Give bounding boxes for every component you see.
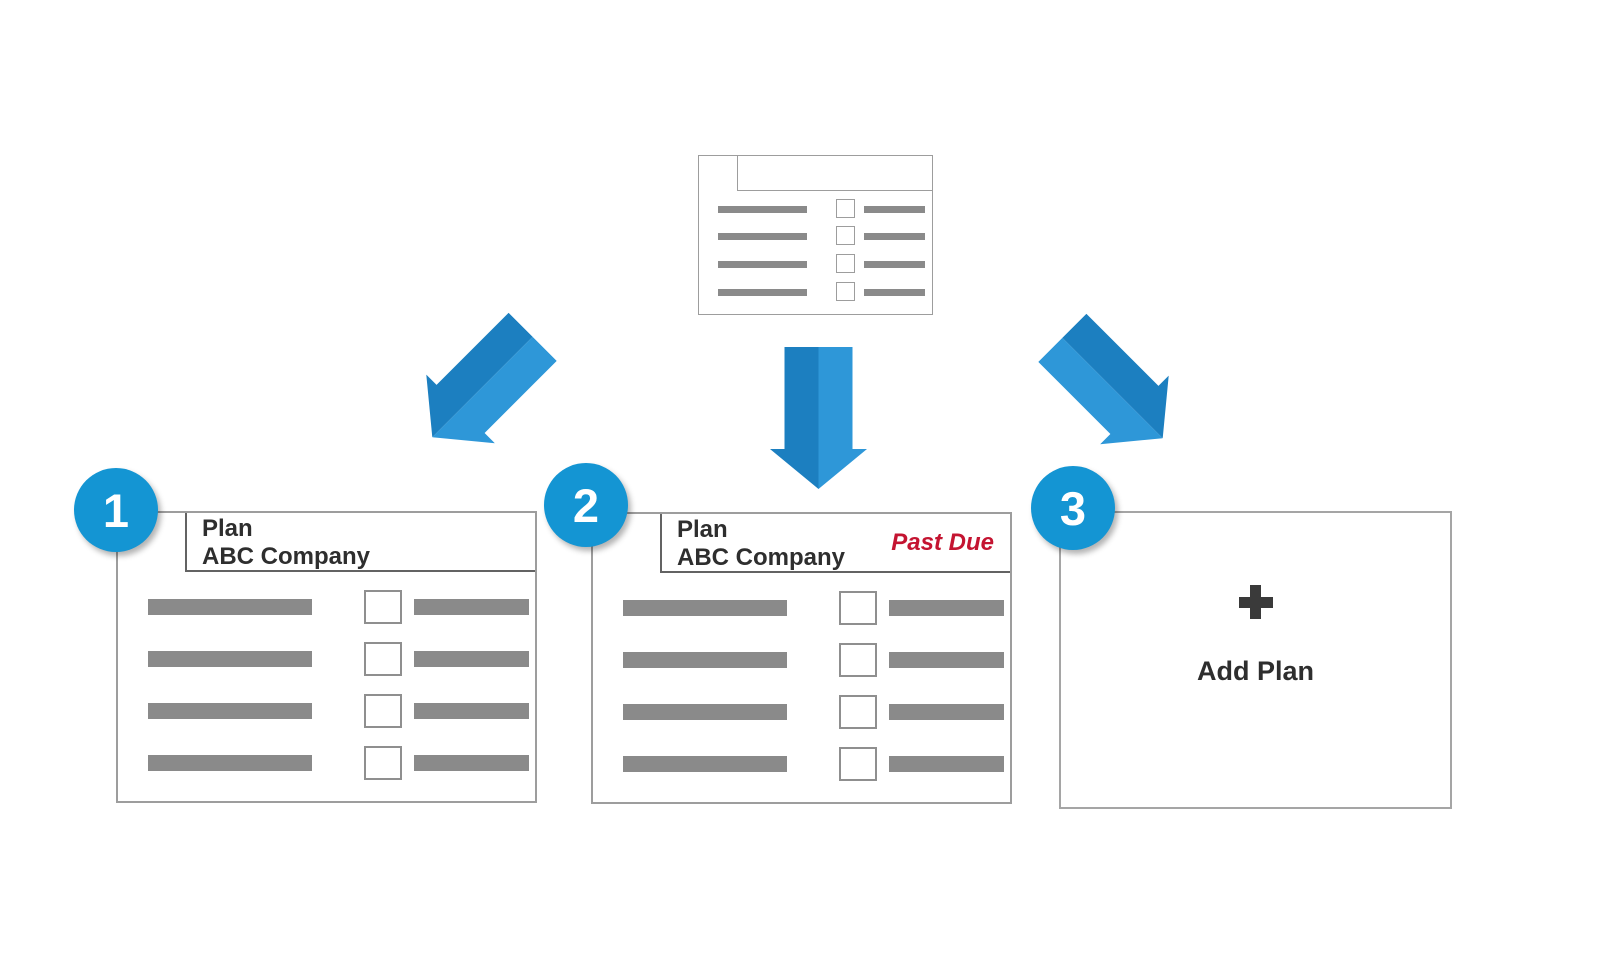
arrow-down-icon bbox=[770, 347, 867, 489]
placeholder-bar bbox=[623, 652, 787, 668]
placeholder-bar bbox=[414, 651, 529, 667]
step-number: 1 bbox=[102, 483, 130, 537]
checkbox[interactable] bbox=[836, 226, 855, 245]
placeholder-bar bbox=[623, 756, 787, 772]
placeholder-bar bbox=[864, 206, 925, 213]
placeholder-bar bbox=[864, 261, 925, 268]
placeholder-bar bbox=[718, 233, 807, 240]
add-plan-label: Add Plan bbox=[1196, 656, 1314, 686]
plan-card-rows bbox=[118, 572, 535, 801]
step-number: 2 bbox=[572, 478, 600, 532]
checkbox[interactable] bbox=[836, 254, 855, 273]
wireframe-row bbox=[699, 282, 932, 302]
plan-card-option-1: Plan ABC Company bbox=[116, 511, 537, 803]
step-3-badge: 3 bbox=[1031, 466, 1115, 550]
wireframe-row bbox=[699, 254, 932, 274]
plan-card-header: Plan ABC Company bbox=[118, 513, 535, 572]
placeholder-bar bbox=[148, 755, 312, 771]
checkbox[interactable] bbox=[839, 643, 877, 677]
placeholder-bar bbox=[864, 233, 925, 240]
placeholder-bar bbox=[718, 289, 807, 296]
checkbox[interactable] bbox=[839, 695, 877, 729]
wireframe-row bbox=[593, 643, 1010, 677]
wireframe-row bbox=[118, 590, 535, 624]
plan-card-title: Plan ABC Company bbox=[202, 515, 370, 571]
placeholder-bar bbox=[718, 261, 807, 268]
plan-title-line: Plan bbox=[202, 515, 253, 542]
source-card-header bbox=[699, 156, 932, 191]
checkbox[interactable] bbox=[839, 747, 877, 781]
placeholder-bar bbox=[623, 600, 787, 616]
placeholder-bar bbox=[148, 651, 312, 667]
placeholder-bar bbox=[623, 704, 787, 720]
checkbox[interactable] bbox=[836, 199, 855, 218]
wireframe-row bbox=[699, 199, 932, 219]
checkbox[interactable] bbox=[364, 746, 402, 780]
plan-company-line: ABC Company bbox=[677, 544, 846, 571]
wireframe-row bbox=[593, 695, 1010, 729]
source-plan-card bbox=[698, 155, 933, 315]
plan-title-line: Plan bbox=[677, 516, 728, 543]
source-card-rows bbox=[699, 191, 932, 314]
placeholder-bar bbox=[148, 599, 312, 615]
plan-card-header: Plan ABC Company Past Due bbox=[593, 514, 1010, 573]
plan-company-line: ABC Company bbox=[202, 543, 371, 570]
wireframe-row bbox=[699, 226, 932, 246]
placeholder-bar bbox=[889, 704, 1004, 720]
plus-icon bbox=[1238, 585, 1273, 619]
checkbox[interactable] bbox=[836, 282, 855, 301]
wireframe-row bbox=[118, 642, 535, 676]
plan-card-rows bbox=[593, 573, 1010, 802]
step-2-badge: 2 bbox=[544, 463, 628, 547]
plan-card-title: Plan ABC Company bbox=[677, 516, 845, 572]
placeholder-bar bbox=[889, 652, 1004, 668]
checkbox[interactable] bbox=[364, 642, 402, 676]
checkbox[interactable] bbox=[364, 694, 402, 728]
placeholder-bar bbox=[889, 756, 1004, 772]
past-due-badge: Past Due bbox=[891, 529, 994, 556]
placeholder-bar bbox=[414, 599, 529, 615]
step-1-badge: 1 bbox=[74, 468, 158, 552]
placeholder-bar bbox=[414, 755, 529, 771]
step-number: 3 bbox=[1059, 481, 1087, 535]
arrow-down-left-icon bbox=[426, 312, 557, 444]
placeholder-bar bbox=[148, 703, 312, 719]
checkbox[interactable] bbox=[364, 590, 402, 624]
source-card-corner-cell bbox=[699, 156, 738, 191]
wireframe-row bbox=[118, 746, 535, 780]
placeholder-bar bbox=[414, 703, 529, 719]
wireframe-row bbox=[593, 591, 1010, 625]
wireframe-row bbox=[593, 747, 1010, 781]
wireframe-row bbox=[118, 694, 535, 728]
placeholder-bar bbox=[718, 206, 807, 213]
checkbox[interactable] bbox=[839, 591, 877, 625]
placeholder-bar bbox=[864, 289, 925, 296]
plan-card-option-2: Plan ABC Company Past Due bbox=[591, 512, 1012, 804]
arrow-down-right-icon bbox=[1038, 313, 1169, 445]
add-plan-card[interactable]: Add Plan bbox=[1059, 511, 1452, 809]
placeholder-bar bbox=[889, 600, 1004, 616]
